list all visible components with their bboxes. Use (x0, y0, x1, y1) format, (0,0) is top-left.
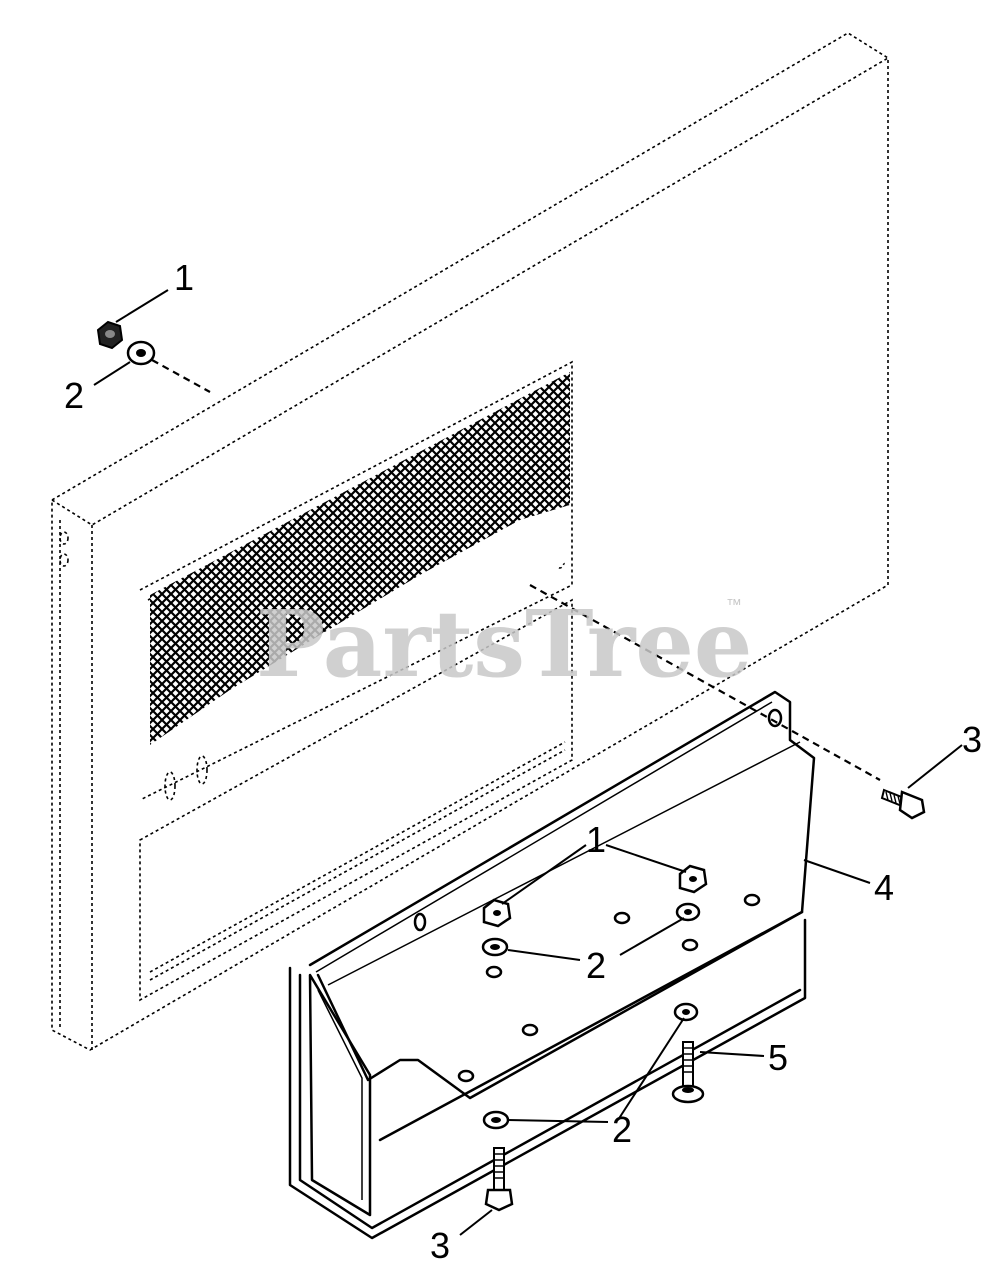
carriage-bolt (671, 1041, 705, 1104)
mounting-bracket (288, 690, 816, 1240)
bracket-washer-2 (481, 937, 509, 957)
callout-3-bottom-bolt: 3 (430, 1225, 450, 1266)
panel-hardware-leader (151, 359, 211, 393)
callout-labels: 1 2 3 1 2 2 3 4 5 (64, 257, 982, 1266)
callout-3-bracket-bolt: 3 (962, 719, 982, 760)
watermark: PartsTree ™ (256, 590, 752, 698)
callout-1-bracket-nut: 1 (586, 819, 606, 860)
bracket-washer-4 (482, 1110, 510, 1130)
callout-5-carriage-bolt: 5 (768, 1037, 788, 1078)
watermark-text: PartsTree (256, 590, 752, 698)
callout-4-bracket: 4 (874, 867, 894, 908)
mesh-screen (150, 372, 570, 780)
bracket-bolt (880, 788, 926, 820)
bracket-washer-1 (675, 902, 701, 922)
callout-2-bracket-washer-bottom: 2 (612, 1109, 632, 1150)
bracket-nut-1 (678, 864, 708, 894)
panel-nut (96, 320, 124, 350)
bottom-bolt (484, 1147, 514, 1212)
bracket-nut-2 (482, 898, 512, 928)
callout-2-panel-washer: 2 (64, 375, 84, 416)
callout-1-panel-nut: 1 (174, 257, 194, 298)
watermark-trademark: ™ (726, 597, 742, 614)
bracket-bolt-leader (529, 584, 881, 781)
callout-leaders (93, 289, 963, 1236)
panel-washer (126, 340, 156, 366)
callout-2-bracket-washer-top: 2 (586, 945, 606, 986)
bracket-washer-3 (673, 1002, 699, 1022)
